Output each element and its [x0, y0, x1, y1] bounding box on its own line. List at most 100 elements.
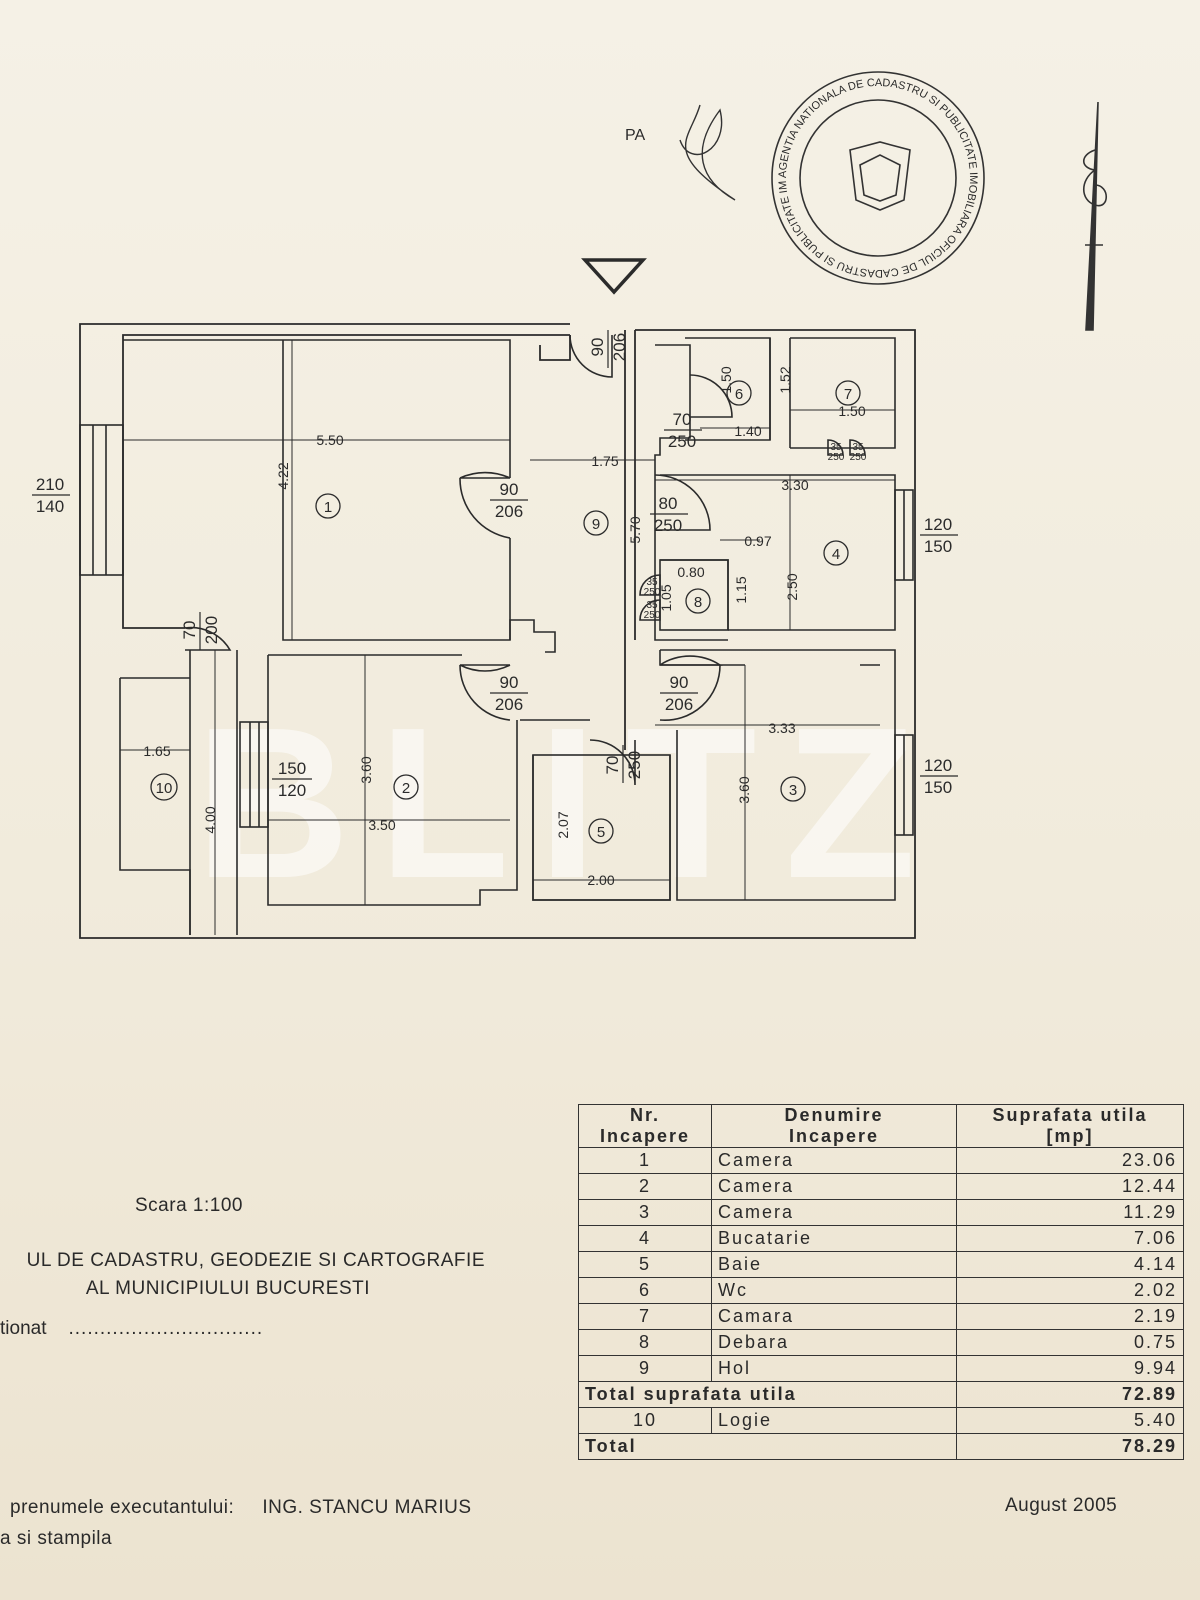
dim-r4-height: 2.50	[784, 573, 800, 600]
room-label-8: 8	[694, 594, 702, 611]
room-number-badges	[150, 380, 861, 844]
door-wc-width: 70	[673, 410, 692, 429]
dim-r4-width: 3.30	[781, 477, 808, 493]
window-r2-height: 120	[278, 781, 306, 800]
dim-r5-height: 2.07	[555, 811, 571, 838]
room-label-7: 7	[844, 386, 852, 403]
dim-hall-width: 1.75	[591, 453, 618, 469]
door-entry-height: 206	[610, 333, 629, 361]
room-label-10: 10	[156, 780, 173, 797]
dim-r5-width: 2.00	[587, 872, 614, 888]
door-debara-a-width: 35	[646, 577, 658, 588]
door-camara-a-height: 250	[828, 452, 845, 463]
window-left-height: 140	[36, 497, 64, 516]
room-label-2: 2	[402, 780, 410, 797]
scale-label: Scara 1:100	[135, 1195, 243, 1216]
door-logie-width: 70	[180, 621, 199, 640]
door-kitchen-width: 80	[659, 494, 678, 513]
window-left	[79, 424, 124, 576]
door-r2-width: 90	[500, 673, 519, 692]
verified-label: tionat	[0, 1318, 47, 1339]
subtotal-label: Total suprafata utila	[578, 1381, 957, 1408]
dim-r2-height: 3.60	[358, 756, 374, 783]
signature-label: a si stampila	[0, 1528, 113, 1549]
executant-name: ING. STANCU MARIUS	[262, 1497, 472, 1518]
north-arrow-icon	[1082, 101, 1108, 331]
dim-r1-width: 5.50	[316, 432, 343, 448]
dim-r10-width: 1.65	[143, 743, 170, 759]
total-row: Total 78.29	[578, 1433, 1184, 1460]
dim-r6-width: 1.40	[734, 423, 761, 439]
room-label-6: 6	[735, 386, 743, 403]
dim-r7-height: 1.52	[777, 366, 793, 393]
window-r2-width: 150	[278, 759, 306, 778]
floor-plan: AGENTIA NATIONALA DE CADASTRU SI PUBLICI…	[0, 0, 1108, 939]
dim-r8-height-2: 1.05	[658, 584, 674, 611]
subtotal-value: 72.89	[956, 1381, 1184, 1408]
dim-r2-width: 3.50	[368, 817, 395, 833]
dim-r8-height: 1.15	[733, 576, 749, 603]
dim-hall-height: 5.70	[627, 516, 643, 543]
door-r1-height: 206	[495, 502, 523, 521]
door-logie-height: 200	[202, 616, 221, 644]
door-swings	[184, 334, 866, 786]
door-camara-a-width: 35	[830, 442, 842, 453]
door-wc-height: 250	[668, 432, 696, 451]
window-r3-height: 150	[924, 778, 952, 797]
fraction-bars	[32, 330, 958, 783]
room-label-3: 3	[789, 782, 797, 799]
signature-initials: PA	[625, 127, 645, 144]
signature-top: PA	[625, 104, 736, 201]
window-kitchen-width: 120	[924, 515, 952, 534]
room-label-4: 4	[832, 546, 840, 563]
door-camara-b-width: 35	[852, 442, 864, 453]
dim-r3-width: 3.33	[768, 720, 795, 736]
watermark: BLITZ	[195, 682, 944, 923]
door-debara-a-height: 250	[644, 587, 661, 598]
cadastre-stamp: AGENTIA NATIONALA DE CADASTRU SI PUBLICI…	[0, 0, 985, 285]
door-r1-width: 90	[500, 480, 519, 499]
window-r3-width: 120	[924, 756, 952, 775]
total-value: 78.29	[956, 1433, 1184, 1460]
windows	[239, 489, 914, 836]
door-bath-width: 70	[603, 756, 622, 775]
svg-text:AGENTIA NATIONALA DE CADASTRU: AGENTIA NATIONALA DE CADASTRU SI PUBLICI…	[0, 0, 979, 279]
door-r3-width: 90	[670, 673, 689, 692]
dimension-lines	[120, 409, 895, 935]
dim-r8-width: 0.80	[677, 564, 704, 580]
dim-r4-notch: 0.97	[744, 533, 771, 549]
room-label-5: 5	[597, 824, 605, 841]
window-left-width: 210	[36, 475, 64, 494]
room-label-1: 1	[324, 499, 332, 516]
subtotal-row: Total suprafata utila 72.89	[578, 1381, 1184, 1408]
entrance-marker-icon	[581, 258, 647, 295]
door-kitchen-height: 250	[654, 516, 682, 535]
office-line-2: AL MUNICIPIULUI BUCURESTI	[85, 1278, 370, 1299]
total-label: Total	[578, 1433, 957, 1460]
room-label-9: 9	[592, 516, 600, 533]
document-date: August 2005	[1005, 1495, 1118, 1516]
door-r3-height: 206	[665, 695, 693, 714]
door-entry-width: 90	[588, 338, 607, 357]
dim-r10-height: 4.00	[202, 806, 218, 833]
verified-line: tionat...............................	[0, 1318, 263, 1340]
header-nr: Nr.Incapere	[578, 1104, 712, 1148]
door-debara-b-height: 250	[644, 610, 661, 621]
verified-dots: ...............................	[68, 1318, 264, 1339]
dim-r6-height: 1.50	[718, 366, 734, 393]
door-bath-height: 250	[625, 751, 644, 779]
executant-line: prenumele executantului:ING. STANCU MARI…	[10, 1497, 472, 1519]
header-area: Suprafata utila[mp]	[956, 1104, 1184, 1148]
stamp-text: AGENTIA NATIONALA DE CADASTRU SI PUBLICI…	[0, 0, 979, 279]
window-kitchen-height: 150	[924, 537, 952, 556]
